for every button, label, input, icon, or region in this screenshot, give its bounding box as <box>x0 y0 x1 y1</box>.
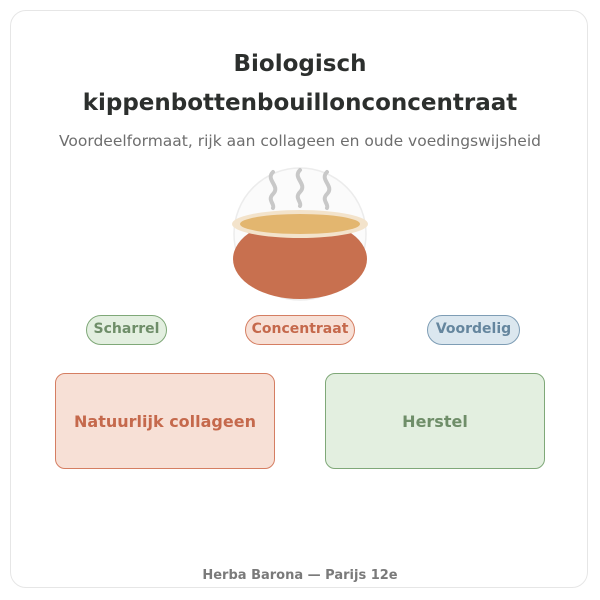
feature-herstel: Herstel <box>325 373 545 469</box>
tag-concentraat: Concentraat <box>245 315 355 345</box>
footer-text: Herba Barona — Parijs 12e <box>202 568 398 583</box>
feature-label: Herstel <box>402 411 468 431</box>
steam-icon <box>268 168 332 210</box>
tag-scharrel: Scharrel <box>86 315 167 345</box>
page-title-line-2: kippenbottenbouillonconcentraat <box>82 90 518 116</box>
page-subtitle: Voordeelformaat, rijk aan collageen en o… <box>58 132 541 150</box>
feature-natuurlijk-collageen: Natuurlijk collageen <box>55 373 275 469</box>
feature-label: Natuurlijk collageen <box>74 411 256 431</box>
page-title-line-1: Biologisch <box>233 51 367 77</box>
tag-voordelig: Voordelig <box>427 315 520 345</box>
broth-bowl-icon <box>225 162 375 307</box>
